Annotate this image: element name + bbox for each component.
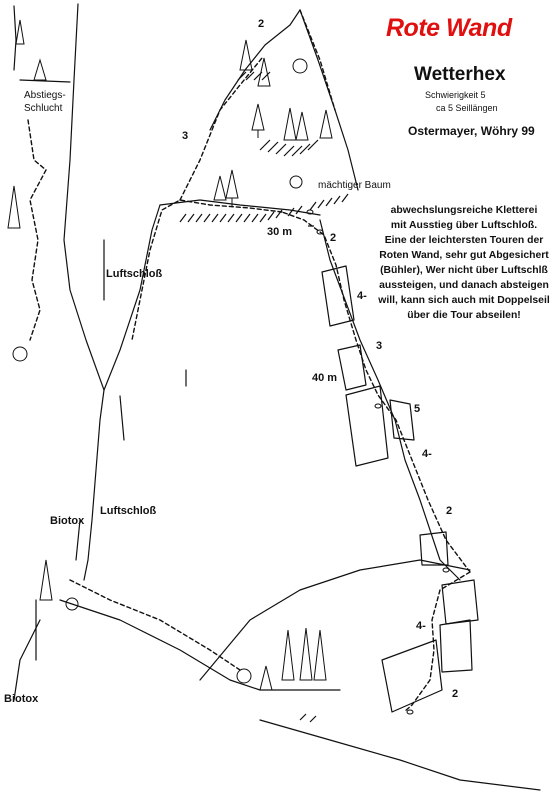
tree-icon	[39, 559, 53, 601]
block-7	[439, 619, 473, 673]
tree-icon	[33, 58, 47, 81]
description-line: Eine der leichtersten Touren der	[384, 235, 544, 246]
grade-2-mid: 2	[446, 505, 453, 517]
description-line: (Bühler), Wer nicht über Luftschlß	[380, 265, 548, 276]
tree-icon	[281, 629, 295, 681]
crack-2	[119, 395, 125, 441]
crack-5	[75, 519, 81, 561]
summit-ridge-right	[299, 9, 359, 191]
lower-right-slope	[199, 559, 471, 681]
belay-mark-5	[316, 229, 324, 235]
route-base	[69, 579, 241, 671]
grade-after-30: 2	[330, 232, 337, 244]
label-absteigs: Abstiegs-	[24, 90, 66, 101]
tree-icon	[319, 109, 333, 139]
belay-mark-2	[374, 403, 382, 409]
grade-4minus-a: 4-	[357, 290, 367, 302]
grade-4minus-c: 4-	[416, 620, 426, 632]
route-top-ridge	[299, 9, 336, 111]
belay-mark-3	[442, 567, 450, 573]
tree-icon	[259, 665, 273, 691]
bush-icon	[292, 58, 308, 74]
block-1	[321, 265, 355, 327]
description-line: will, kann sich auch mit Doppelseil	[378, 295, 550, 306]
top-hatching	[237, 71, 271, 81]
label-luftschloss-upper: Luftschloß	[106, 268, 163, 280]
tree-icon	[213, 175, 227, 201]
gully-left-edge	[13, 5, 17, 71]
block-4	[389, 399, 415, 441]
grade-2-bottom: 2	[452, 688, 459, 700]
label-luftschloss-lower: Luftschloß	[100, 505, 157, 517]
label-biotox-upper: Biotox	[50, 515, 85, 527]
tree-icon	[239, 39, 253, 71]
label-tree: mächtiger Baum	[318, 180, 391, 191]
block-8	[381, 639, 443, 713]
label-biotox-lower: Biotox	[4, 693, 39, 705]
bush-icon	[236, 668, 252, 684]
bush-icon	[289, 175, 303, 189]
lower-terrain	[13, 619, 41, 701]
grade-upper-left: 3	[182, 130, 189, 142]
tree-icon	[225, 169, 239, 206]
difficulty: Schwierigkeit 5	[425, 90, 486, 100]
tree-icon	[15, 19, 25, 45]
grade-4minus-b: 4-	[422, 448, 432, 460]
tree-icon	[295, 111, 309, 141]
route-name: Wetterhex	[414, 64, 506, 85]
upper-hatching	[259, 139, 319, 157]
grade-top: 2	[258, 18, 265, 30]
bush-icon	[65, 597, 79, 611]
page-title: Rote Wand	[386, 14, 512, 42]
block-5	[419, 531, 449, 566]
block-3	[345, 385, 389, 467]
block-2	[337, 344, 367, 391]
grade-3: 3	[376, 340, 383, 352]
route-exit	[131, 199, 283, 341]
gully-right-edge	[63, 3, 105, 391]
description-line: aussteigen, und danach absteigen	[379, 280, 549, 291]
luftschloss-crack	[83, 389, 105, 581]
description-line: Roten Wand, sehr gut Abgesichert	[379, 250, 549, 261]
tree-icon	[283, 107, 297, 141]
route-descent	[27, 119, 47, 341]
route-upper	[179, 57, 263, 201]
left-wall-edge	[103, 204, 161, 391]
belay-mark-4	[406, 709, 414, 715]
ledge-hatching	[179, 193, 349, 223]
hatch-lower	[299, 713, 317, 723]
summit-ridge-left	[209, 9, 301, 131]
bottom-slope	[259, 719, 541, 791]
route-description: abwechslungsreiche Kletterei mit Ausstie…	[370, 203, 558, 323]
label-40m: 40 m	[312, 372, 338, 384]
grade-5: 5	[414, 403, 421, 415]
tree-icon	[313, 629, 327, 681]
bush-icon	[12, 346, 28, 362]
description-line: über die Tour abseilen!	[407, 310, 521, 321]
face-right-edge	[319, 219, 461, 581]
route-main	[281, 211, 471, 713]
tree-icon	[257, 57, 271, 87]
tree-icon	[299, 627, 313, 681]
pitch-count: ca 5 Seillängen	[436, 103, 498, 113]
label-30m: 30 m	[267, 226, 293, 238]
label-schlucht: Schlucht	[24, 103, 63, 114]
tree-icon	[7, 185, 21, 229]
cliff-line-left	[19, 79, 71, 83]
block-6	[441, 579, 479, 625]
base-slope	[59, 599, 341, 691]
tree-ledge	[159, 199, 321, 216]
description-line: mit Ausstieg über Luftschloß.	[390, 220, 538, 231]
first-ascent-authors: Ostermayer, Wöhry 99	[408, 124, 535, 138]
tree-icon	[251, 103, 265, 138]
description-line: abwechslungsreiche Kletterei	[390, 205, 538, 216]
